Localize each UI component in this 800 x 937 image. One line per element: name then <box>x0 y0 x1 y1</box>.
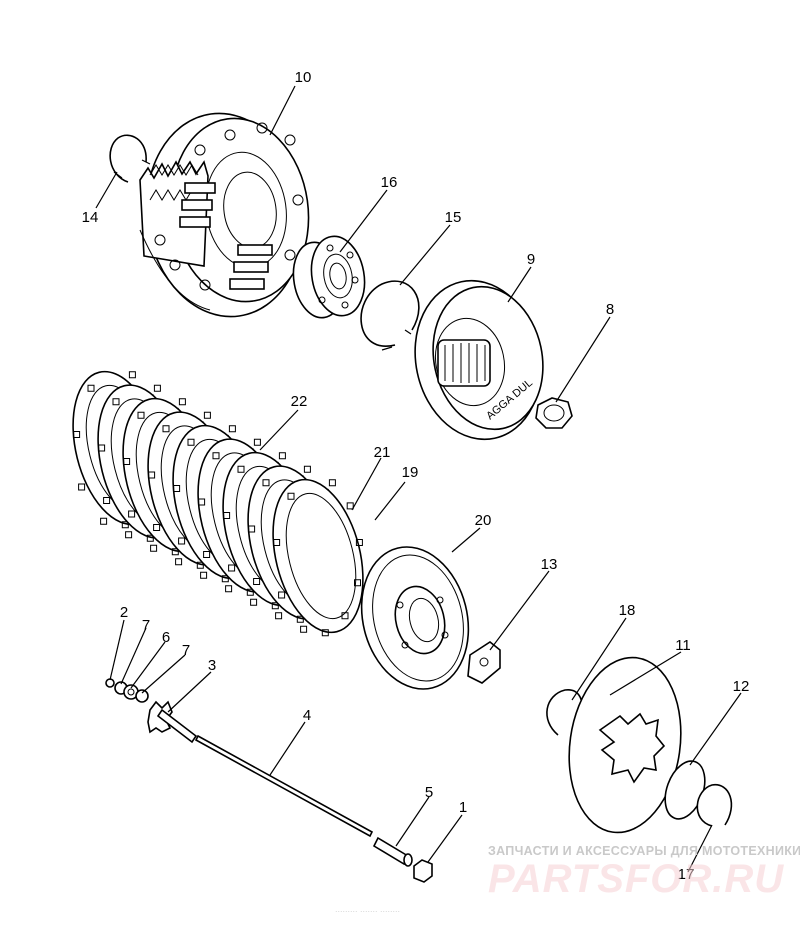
part-11-diaphragm-spring <box>568 656 682 834</box>
callout-12: 12 <box>733 678 750 695</box>
callout-19: 19 <box>402 464 419 481</box>
callout-17: 17 <box>678 866 695 883</box>
watermark-tagline: ЗАПЧАСТИ И АКСЕССУАРЫ ДЛЯ МОТОТЕХНИКИ <box>488 844 800 858</box>
callout-8: 8 <box>606 301 614 318</box>
part-14-retaining-ring <box>109 134 151 183</box>
callout-20: 20 <box>475 512 492 529</box>
callout-21: 21 <box>374 444 391 461</box>
part-20-spring-plate <box>360 546 470 690</box>
callout-6: 6 <box>162 629 170 646</box>
callout-13: 13 <box>541 556 558 573</box>
callout-18: 18 <box>619 602 636 619</box>
callout-16: 16 <box>381 174 398 191</box>
leader-lines <box>95 85 742 873</box>
part-15-snap-ring <box>360 280 420 351</box>
callout-9: 9 <box>527 251 535 268</box>
callout-labels: 10 14 16 15 9 8 22 21 19 20 13 18 11 12 … <box>82 69 750 883</box>
footer-faint-text: ......... ....... ........ <box>335 904 400 914</box>
callout-10: 10 <box>295 69 312 86</box>
callout-14: 14 <box>82 209 99 226</box>
part-16-bearing <box>292 235 366 319</box>
part-13-adjuster-plate <box>467 641 501 684</box>
part-17-retaining-ring <box>696 784 733 827</box>
watermark-brand: PARTSFOR.RU <box>488 857 784 901</box>
clutch-plate-stack <box>72 370 364 637</box>
callout-22: 22 <box>291 393 308 410</box>
part-5-pushrod-end <box>372 836 413 867</box>
callout-11: 11 <box>675 637 691 654</box>
callout-7-upper: 7 <box>142 617 150 634</box>
part-2-7-6-7-bearing-washers <box>105 678 149 703</box>
callout-15: 15 <box>445 209 462 226</box>
part-1-locknut <box>413 859 433 883</box>
callout-5: 5 <box>425 784 433 801</box>
part-4-pushrod <box>194 734 374 838</box>
callout-4: 4 <box>303 707 311 724</box>
callout-1: 1 <box>459 799 467 816</box>
watermark: ЗАПЧАСТИ И АКСЕССУАРЫ ДЛЯ МОТОТЕХНИКИ PA… <box>488 844 800 901</box>
callout-7-lower: 7 <box>182 642 190 659</box>
callout-3: 3 <box>208 657 216 674</box>
part-10-clutch-shell <box>139 112 310 318</box>
part-8-nut <box>535 397 573 429</box>
clutch-plate <box>272 478 364 637</box>
part-3-pushrod-end <box>147 700 198 744</box>
part-9-pressure-plate: AGGA DUL <box>414 279 544 441</box>
callout-2: 2 <box>120 604 128 621</box>
